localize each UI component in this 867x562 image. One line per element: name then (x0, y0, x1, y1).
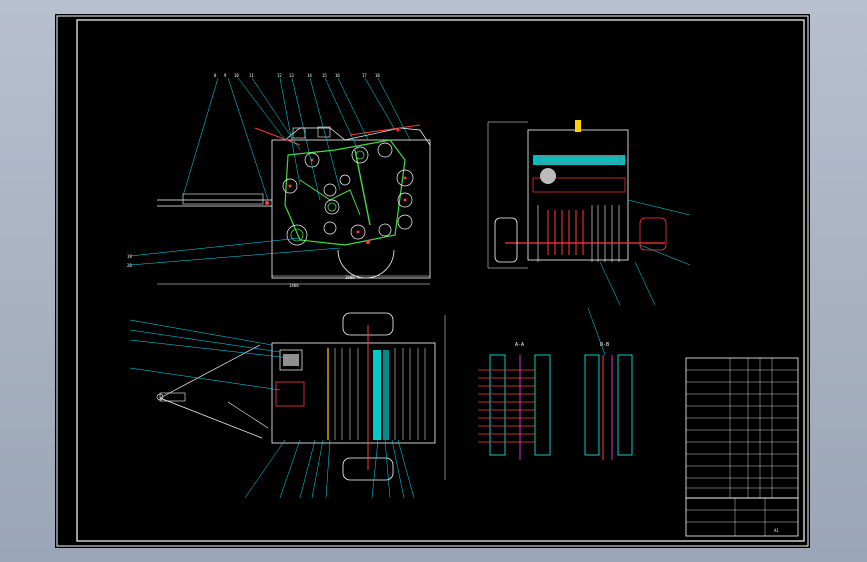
pickup-tines-red (547, 210, 584, 255)
top-lever (349, 124, 421, 136)
top-cyan-roller-2 (383, 350, 389, 440)
svg-text:13: 13 (289, 73, 294, 78)
svg-text:18: 18 (375, 73, 380, 78)
lift-hook (575, 120, 581, 132)
svg-text:11: 11 (249, 73, 254, 78)
svg-text:15: 15 (322, 73, 327, 78)
section-b-label: B-B (600, 342, 609, 348)
svg-text:8: 8 (214, 73, 217, 78)
belt-edge (539, 155, 621, 164)
gearbox (292, 127, 306, 139)
svg-text:10: 10 (234, 73, 239, 78)
title-box-grid (686, 498, 798, 536)
top-view (129, 312, 446, 499)
top-roller-lines (334, 348, 426, 440)
aa-right-plate (534, 354, 551, 456)
top-gearbox-fill (283, 354, 299, 366)
front-balloons: 8 9 10 11 12 13 14 15 16 17 18 19 20 (127, 73, 380, 268)
bb-left-plate (584, 354, 600, 456)
title-box (685, 497, 799, 537)
side-pulley (540, 168, 556, 184)
top-gearbox (279, 349, 303, 371)
dim-text-body: 1000 (345, 275, 355, 280)
pickup-tines (537, 205, 620, 262)
inner-frame (76, 19, 805, 542)
side-wheel-left (494, 217, 518, 263)
front-hubs (265, 128, 407, 244)
section-a-label: A-A (515, 342, 524, 348)
dim-text-overall: 1460 (289, 283, 299, 288)
top-red-box (275, 381, 305, 407)
svg-text:20: 20 (127, 263, 132, 268)
svg-text:17: 17 (362, 73, 367, 78)
parts-list-grid (686, 358, 798, 498)
drawbar-body (182, 193, 264, 205)
svg-text:14: 14 (307, 73, 312, 78)
front-frame-outline (271, 139, 431, 279)
chain-branch (299, 179, 361, 216)
red-shaft-box (532, 177, 626, 193)
hitch-eye (156, 393, 164, 401)
title-block: A1 (685, 357, 799, 537)
hitch-tongue (159, 392, 186, 402)
side-view (487, 120, 691, 306)
outer-border (56, 15, 809, 547)
front-rollers (282, 142, 414, 246)
front-leaders (129, 77, 411, 266)
bb-right-plate (617, 354, 633, 456)
svg-text:16: 16 (335, 73, 340, 78)
chain-drive (284, 139, 406, 246)
drawing-sheet (55, 14, 810, 548)
hitch-arm-upper (159, 344, 261, 399)
svg-text:19: 19 (127, 254, 132, 259)
top-brace (227, 401, 269, 429)
top-frame-outline (271, 342, 436, 444)
aa-left-plate (489, 354, 506, 456)
sprockets (290, 150, 365, 242)
svg-text:9: 9 (224, 73, 227, 78)
section-a-a: A-A (478, 342, 551, 460)
sheet-size: A1 (774, 528, 779, 533)
section-b-b: B-B (584, 307, 633, 460)
gearbox-2 (317, 126, 331, 138)
top-cyan-roller (373, 350, 381, 440)
top-leaders (129, 319, 415, 499)
front-view: 1460 1000 8 9 10 11 12 13 14 15 16 17 18 19 20 (127, 73, 431, 288)
front-wheel (337, 249, 395, 279)
bb-leader (587, 307, 606, 356)
hitch-arm-lower (159, 397, 263, 439)
side-leaders (599, 199, 691, 306)
cyan-belt (533, 155, 625, 165)
aa-tines (478, 369, 535, 443)
svg-text:12: 12 (277, 73, 282, 78)
upper-link (254, 127, 301, 146)
